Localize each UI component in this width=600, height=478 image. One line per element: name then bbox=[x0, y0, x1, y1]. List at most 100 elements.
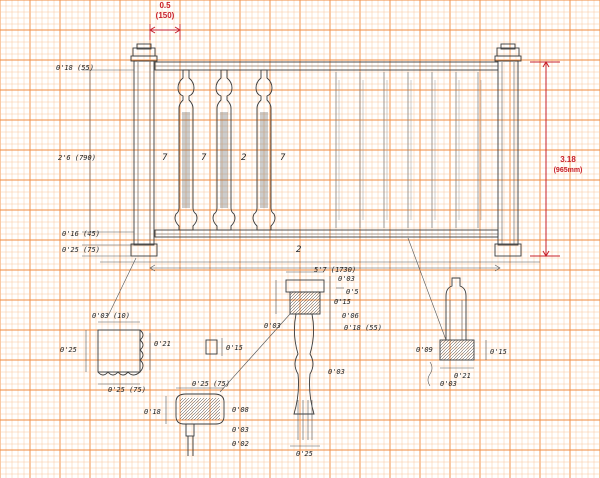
turned-balusters bbox=[174, 69, 276, 231]
section-hatch bbox=[294, 291, 318, 315]
small-square-detail bbox=[205, 339, 218, 355]
section-hatch bbox=[443, 339, 465, 361]
label-rail-003: 0'03 bbox=[232, 426, 249, 434]
section-hatch bbox=[184, 397, 208, 421]
label-rail-width: 0'25 (75) bbox=[192, 380, 230, 388]
section-hatch bbox=[193, 397, 217, 421]
label-newel-015: 0'15 bbox=[334, 298, 351, 306]
label-rail-008: 0'08 bbox=[232, 406, 249, 414]
section-hatch bbox=[464, 350, 475, 361]
section-hatch bbox=[289, 291, 303, 305]
section-hatch bbox=[179, 397, 199, 417]
label-square-top: 0'03 (10) bbox=[92, 312, 130, 320]
section-hatch bbox=[202, 402, 221, 421]
section-hatch bbox=[455, 341, 475, 361]
label-rail-height: 0'18 bbox=[144, 408, 161, 416]
section-hatch bbox=[179, 397, 193, 411]
section-hatch bbox=[291, 291, 315, 315]
label-newel-05: 0'5 bbox=[346, 288, 359, 296]
label-newel-003: 0'03 bbox=[338, 275, 355, 283]
leader-line-rail bbox=[219, 313, 291, 393]
label-square-bottom: 0'25 (75) bbox=[108, 386, 146, 394]
leader-line-right bbox=[407, 237, 447, 341]
left-newel-post bbox=[130, 43, 158, 257]
section-hatch bbox=[289, 291, 306, 308]
label-rail-002: 0'02 bbox=[232, 440, 249, 448]
section-hatch bbox=[449, 339, 471, 361]
section-hatch bbox=[289, 291, 297, 299]
right-newel-post bbox=[494, 43, 522, 257]
label-top-rail-height: 0'18 (55) bbox=[56, 64, 94, 72]
baluster-mark-3: 2 bbox=[241, 153, 246, 163]
square-section-detail bbox=[85, 321, 151, 385]
turned-baluster bbox=[252, 69, 276, 231]
section-hatch bbox=[439, 339, 444, 344]
label-small-square: 0'15 bbox=[226, 344, 243, 352]
turned-baluster bbox=[212, 69, 236, 231]
section-hatch bbox=[439, 339, 456, 356]
width-mm: (150) bbox=[156, 11, 175, 20]
width-value: 0.5 bbox=[159, 1, 171, 10]
section-hatch bbox=[190, 397, 214, 421]
label-end-009: 0'09 bbox=[416, 346, 433, 354]
section-hatch bbox=[179, 397, 196, 414]
label-square-left: 0'25 bbox=[60, 346, 77, 354]
baluster-mark-2: 7 bbox=[201, 153, 207, 163]
left-height-dimension bbox=[82, 69, 134, 257]
section-hatch bbox=[461, 347, 475, 361]
label-end-003: 0'03 bbox=[440, 380, 457, 388]
label-baluster-height: 2'6 (790) bbox=[58, 154, 96, 162]
section-hatch bbox=[440, 339, 462, 361]
section-hatch bbox=[315, 309, 321, 315]
section-hatch bbox=[446, 339, 468, 361]
turned-baluster bbox=[174, 69, 198, 231]
section-hatch bbox=[208, 408, 221, 421]
section-hatch bbox=[179, 397, 190, 408]
sketched-balusters bbox=[335, 72, 482, 228]
label-overall-width: 5'7 (1730) bbox=[314, 266, 356, 274]
right-end-detail bbox=[427, 277, 487, 387]
section-hatch bbox=[289, 291, 294, 296]
section-hatch bbox=[179, 397, 184, 402]
bottom-rail bbox=[154, 229, 499, 238]
section-hatch bbox=[452, 339, 474, 361]
section-hatch bbox=[439, 339, 450, 350]
section-hatch bbox=[289, 291, 309, 311]
section-hatch bbox=[467, 353, 475, 361]
label-newel-006: 0'06 bbox=[342, 312, 359, 320]
railing-elevation bbox=[100, 43, 540, 272]
section-hatch bbox=[439, 339, 459, 359]
section-hatch bbox=[309, 303, 321, 315]
section-hatch bbox=[458, 344, 475, 361]
top-rail bbox=[154, 61, 499, 71]
label-base-height: 0'25 (75) bbox=[62, 246, 100, 254]
label-end-021: 0'21 bbox=[454, 372, 471, 380]
section-hatch bbox=[318, 312, 321, 315]
section-hatch bbox=[312, 306, 321, 315]
label-newel-bottom: 0'25 bbox=[296, 450, 313, 458]
height-value: 3.18 bbox=[560, 155, 576, 164]
section-hatch bbox=[439, 339, 453, 353]
section-hatch bbox=[439, 339, 447, 347]
section-hatch bbox=[211, 411, 221, 421]
section-hatch bbox=[297, 291, 321, 315]
section-hatch bbox=[306, 300, 321, 315]
label-newel-018: 0'18 (55) bbox=[344, 324, 382, 332]
height-mm: (965mm) bbox=[554, 167, 583, 174]
label-square-right: 0'21 bbox=[154, 340, 171, 348]
section-hatch bbox=[179, 397, 187, 405]
red-width-annotation bbox=[149, 24, 181, 40]
span-arrow-left bbox=[149, 264, 156, 272]
section-hatch bbox=[179, 397, 202, 420]
label-end-015: 0'15 bbox=[490, 348, 507, 356]
section-hatch bbox=[214, 414, 221, 421]
label-newel-baluster: 0'03 bbox=[328, 368, 345, 376]
span-arrow-right bbox=[494, 264, 501, 272]
red-height-annotation bbox=[530, 61, 560, 257]
handrail-profile-detail bbox=[165, 387, 225, 456]
baluster-mark-1: 7 bbox=[162, 153, 168, 163]
label-bottom-rail: 0'16 (45) bbox=[62, 230, 100, 238]
label-newel-side: 0'03 bbox=[264, 322, 281, 330]
section-hatch bbox=[470, 356, 475, 361]
